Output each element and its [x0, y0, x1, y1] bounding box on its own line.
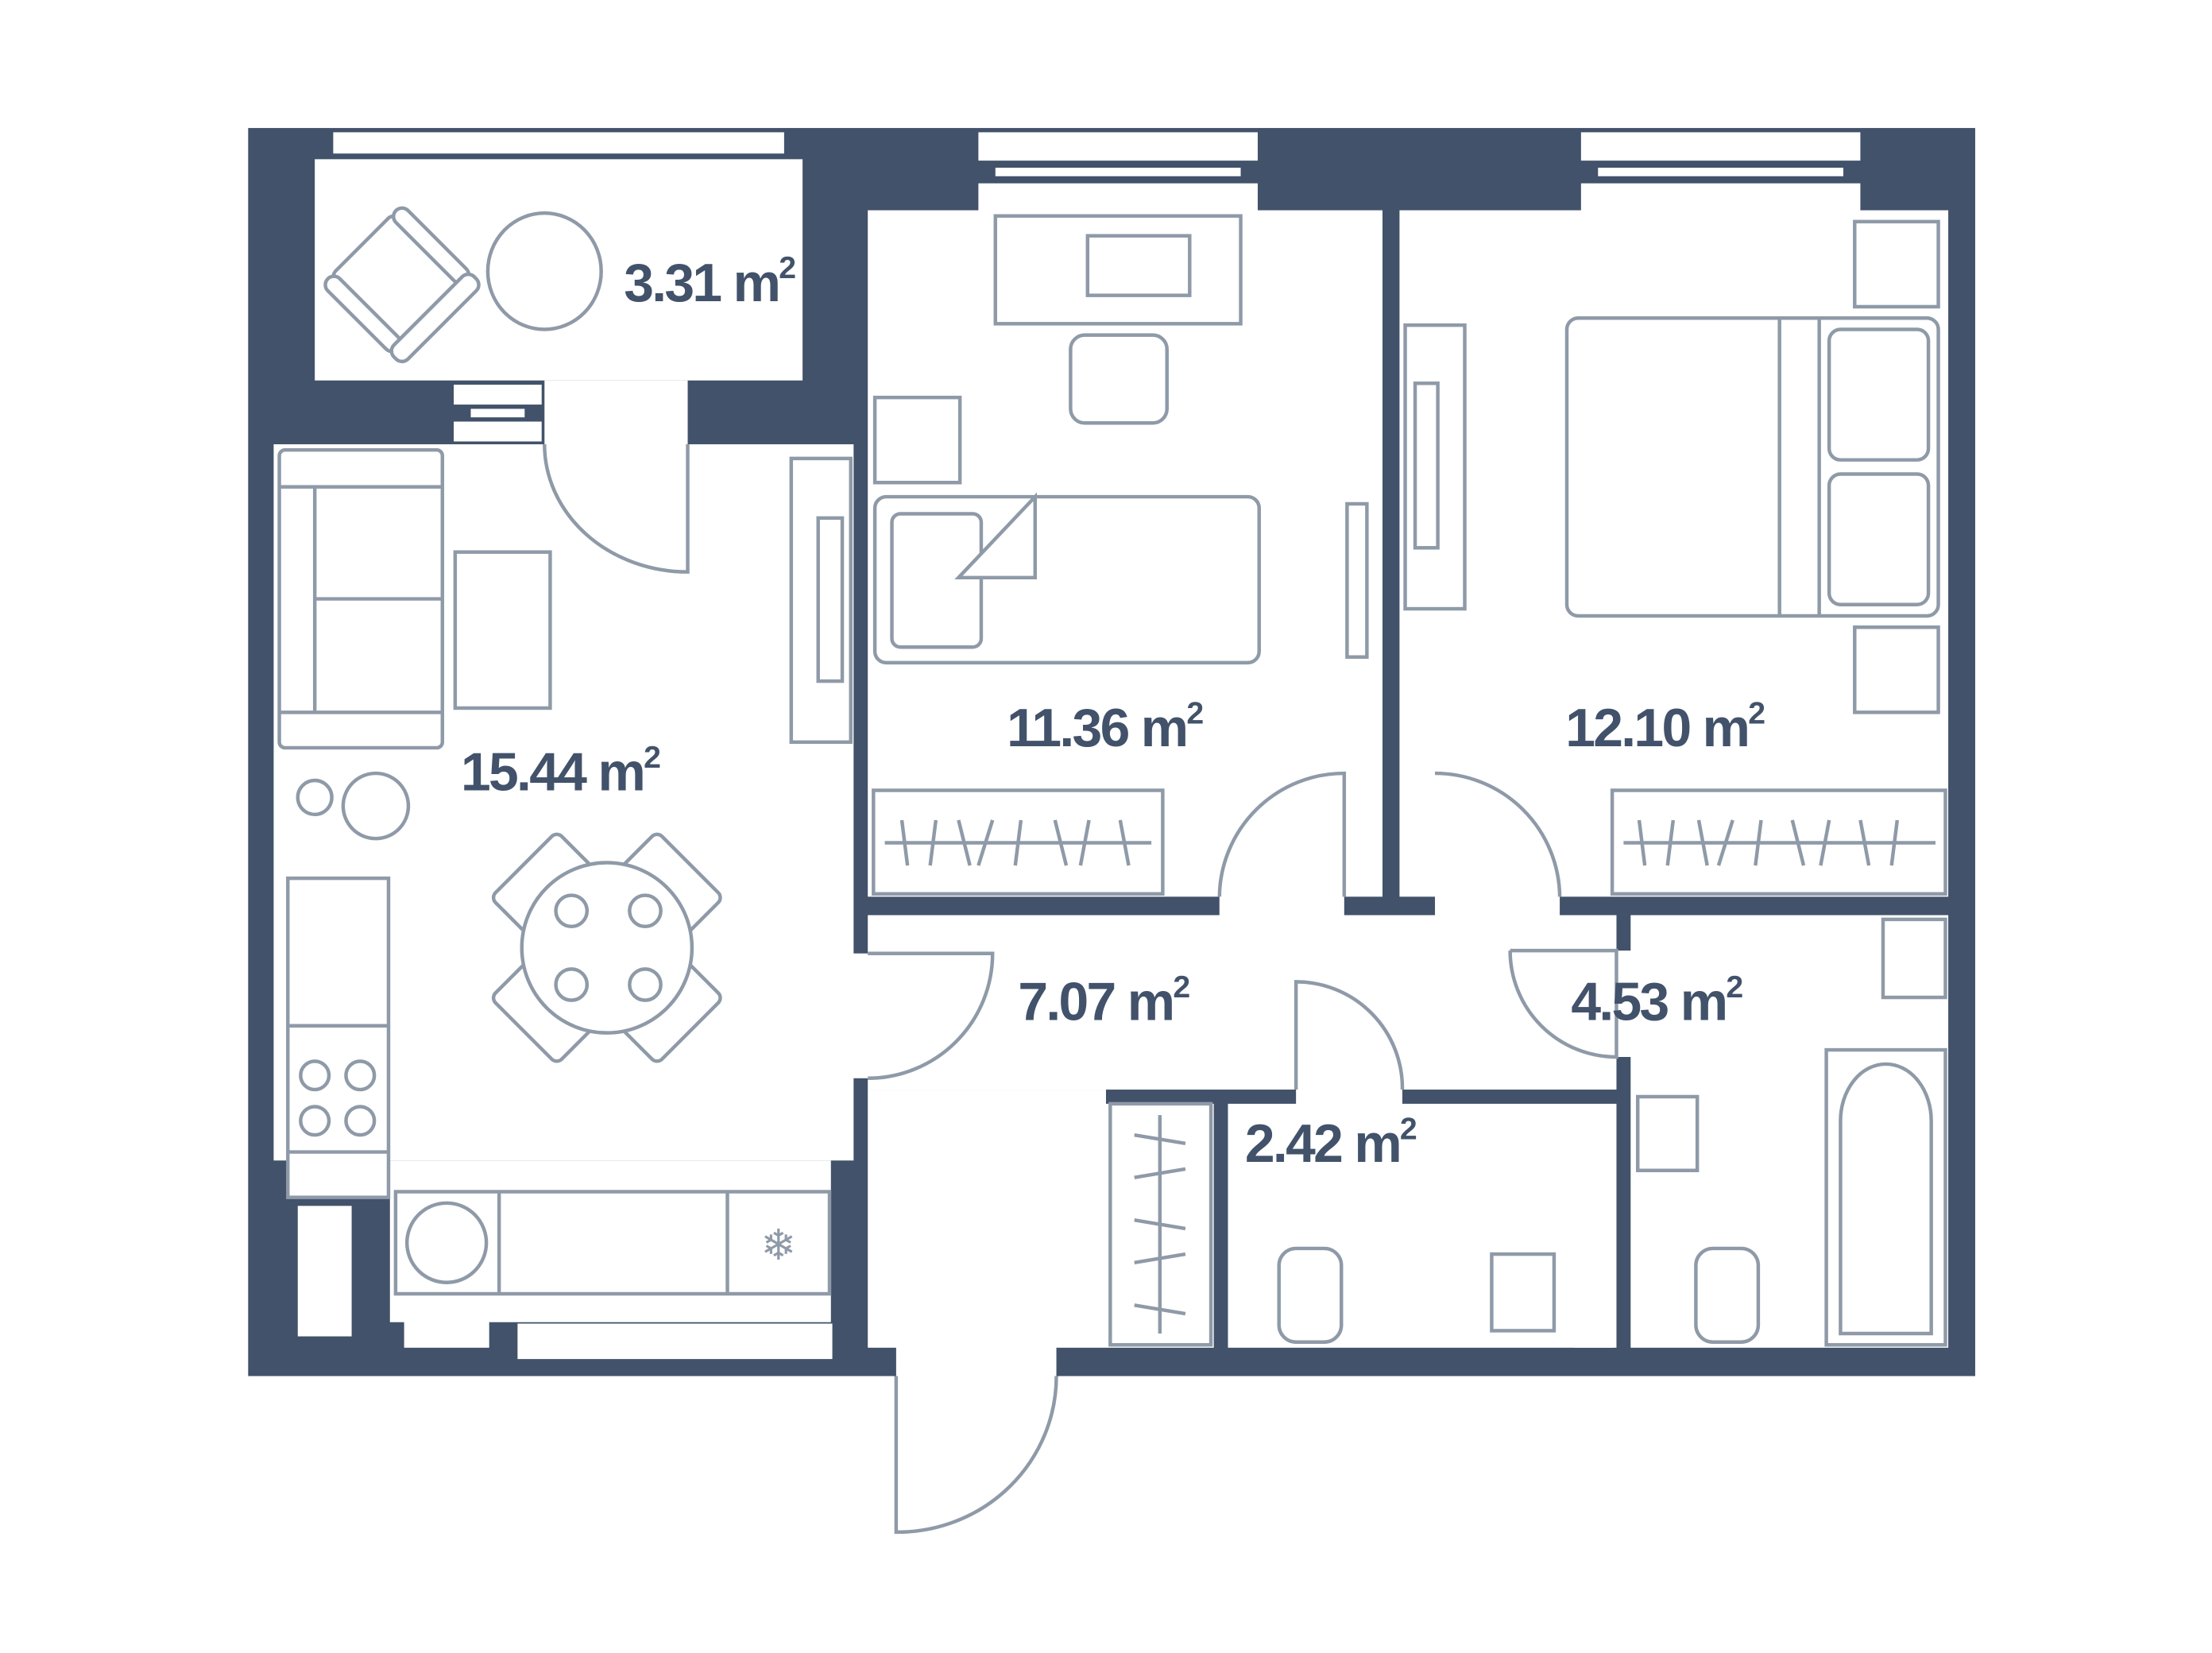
monitor-icon: [1085, 234, 1192, 297]
shaft: [1479, 1113, 1604, 1192]
hangers: [1134, 1115, 1186, 1334]
hall-lower-floor: [868, 1090, 1106, 1348]
nightstand-icon: [1853, 625, 1940, 714]
shaft: [404, 1312, 489, 1348]
bed2-door-gap: [1435, 893, 1560, 919]
nightstand-icon: [1853, 219, 1940, 309]
shaft: [1573, 1262, 1614, 1348]
tv-icon: [816, 516, 845, 683]
door-bath: [1508, 948, 1618, 1059]
shaft: [297, 1206, 352, 1337]
balcony-door-frame: [454, 421, 542, 442]
nightstand-icon: [872, 395, 962, 485]
balcony-door-frame: [454, 385, 542, 405]
shaft: [517, 1323, 833, 1360]
window: [1598, 168, 1843, 176]
bed1-door-gap: [1219, 893, 1344, 919]
boiler-icon: [1881, 917, 1947, 1000]
hangers: [884, 819, 1152, 866]
single-bed-icon: [872, 492, 1261, 665]
area-label-wc: 2.42 m2: [1245, 1112, 1417, 1175]
armchair-icon: [323, 206, 481, 364]
balcony-door-gap: [544, 380, 688, 446]
coffee-table-icon: [453, 550, 552, 710]
entry-gap: [895, 1345, 1057, 1380]
fridge-snowflake-icon: ❄: [760, 1221, 796, 1269]
sink-icon: [1636, 1094, 1700, 1172]
window: [978, 132, 1258, 161]
toilet-icon: [1277, 1246, 1344, 1344]
window: [1580, 183, 1861, 212]
plant-icon: [341, 771, 411, 841]
living-door-gap: [850, 953, 871, 1078]
area-label-bedroom2: 12.10 m2: [1565, 696, 1765, 759]
kitchen-counter-icon: ❄: [393, 1190, 832, 1296]
window: [995, 168, 1241, 176]
lamp-icon: [296, 778, 334, 817]
dresser-tv-icon: [1413, 381, 1440, 550]
door-bedroom2: [1435, 771, 1562, 897]
bottom-cut: [895, 1376, 1057, 1391]
window: [333, 132, 784, 154]
double-bed-icon: [1564, 316, 1940, 618]
sofa-icon: [277, 447, 445, 750]
door-wc: [1294, 980, 1405, 1090]
area-label-living: 15.44 m2: [461, 740, 660, 803]
dining-set-icon: [491, 832, 722, 1063]
sink-icon: [1490, 1252, 1557, 1333]
area-label-bathroom: 4.53 m2: [1571, 970, 1742, 1032]
door-living: [868, 951, 995, 1080]
balcony-door-frame: [470, 408, 525, 418]
door-balcony: [543, 444, 690, 574]
door-bedroom1: [1217, 771, 1347, 897]
area-label-balcony: 3.31 m2: [624, 250, 795, 313]
wall-tv-icon: [1345, 501, 1369, 659]
door-entry: [894, 1376, 1058, 1535]
hall-floor: [868, 915, 1617, 1090]
toilet-icon: [1694, 1246, 1761, 1344]
desk-chair-icon: [1069, 333, 1169, 425]
area-label-hallway: 7.07 m2: [1018, 970, 1189, 1032]
window: [1580, 132, 1861, 161]
stove-icon: [286, 876, 391, 1199]
hangers: [1623, 819, 1936, 866]
wc-door-gap: [1296, 1086, 1402, 1107]
area-label-bedroom1: 11.36 m2: [1007, 696, 1203, 759]
table-round-icon: [485, 211, 603, 331]
bathtub-icon: [1824, 1047, 1947, 1347]
window: [978, 183, 1258, 212]
